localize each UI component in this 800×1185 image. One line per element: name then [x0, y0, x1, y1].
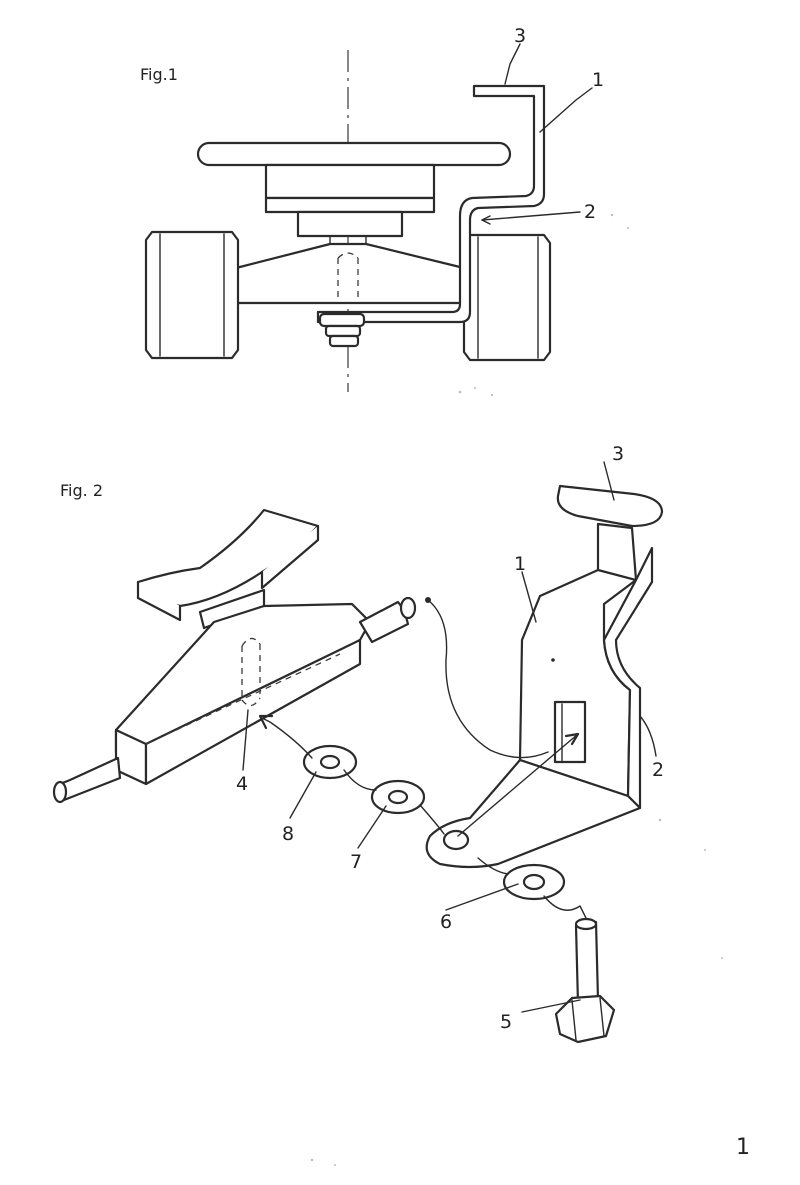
bolt-head	[554, 994, 616, 1044]
pivot-pin-hidden	[241, 637, 261, 707]
arrow-to-slot	[564, 732, 580, 746]
deck-segment-end	[260, 524, 320, 590]
leader-1	[539, 87, 593, 133]
bolt-tip	[574, 917, 598, 931]
bolt-nut	[328, 334, 360, 348]
leader-fig2-4	[242, 709, 249, 771]
arrow-to-pin	[258, 714, 274, 730]
leader-fig2-2	[639, 715, 657, 757]
figure-2-title: Fig. 2	[60, 481, 103, 500]
assembly-path-6-5	[543, 895, 587, 919]
label-fig2-3: 3	[612, 443, 624, 465]
arrow-2	[481, 215, 491, 225]
wheel-right	[462, 233, 552, 362]
bolt-washer-lower	[324, 324, 362, 338]
leader-fig2-3	[603, 461, 615, 501]
label-fig2-4: 4	[236, 773, 248, 795]
bracket-foot	[425, 758, 642, 869]
label-fig2-2: 2	[652, 759, 664, 781]
grip-pad	[556, 484, 664, 528]
label-fig2-7: 7	[350, 851, 362, 873]
assembly-path-7-foot	[419, 804, 445, 835]
axle-left	[58, 756, 122, 802]
label-fig1-2: 2	[584, 201, 596, 223]
assembly-path-to-slot	[457, 733, 579, 837]
figure-1: Fig.1 3 1 2	[140, 25, 604, 392]
bolt-head-facet-2	[599, 997, 605, 1037]
bracket-foot-hole	[442, 829, 470, 851]
leader-3	[504, 43, 521, 85]
washer-8-hole	[319, 754, 341, 770]
washer-7-hole	[387, 789, 409, 805]
truck-hanger-block	[296, 210, 404, 238]
assembly-path-axle-to-slot	[427, 599, 549, 759]
deck-board	[196, 141, 512, 167]
assembly-path-8-7	[343, 769, 377, 791]
bracket-ref-point	[551, 658, 555, 662]
label-fig2-1: 1	[514, 553, 526, 575]
assembly-path-foot-6	[477, 857, 509, 875]
wheel-left	[144, 230, 240, 360]
washer-6-hole	[522, 873, 546, 891]
scan-noise	[310, 213, 723, 1166]
label-fig1-3: 3	[514, 25, 526, 47]
assembly-path-start	[425, 597, 431, 603]
bracket-side-view	[316, 84, 546, 324]
deck-segment-side	[136, 580, 182, 622]
bolt-head-facet	[571, 999, 577, 1041]
truck-riser	[264, 196, 436, 214]
bolt-shank	[574, 920, 600, 1006]
axle-right-end	[399, 596, 417, 620]
figure-2: Fig. 2	[52, 443, 664, 1044]
truck-baseplate	[264, 163, 436, 200]
axle-left-end	[52, 780, 68, 804]
leader-fig2-1	[521, 571, 537, 623]
assembly-path-to-pin	[261, 717, 313, 759]
label-fig2-8: 8	[282, 823, 294, 845]
leader-fig2-6	[445, 883, 519, 911]
leader-fig2-8	[289, 771, 317, 819]
bracket-plate-side	[602, 546, 654, 810]
hanger-body-top	[114, 602, 372, 762]
leader-2	[481, 211, 581, 221]
bolt-washer-upper	[318, 312, 366, 328]
label-fig2-5: 5	[500, 1011, 512, 1033]
bracket-slot	[553, 700, 587, 764]
page-number: 1	[736, 1135, 750, 1160]
leader-fig2-7	[357, 805, 387, 849]
figure-1-title: Fig.1	[140, 65, 178, 84]
label-fig2-6: 6	[440, 911, 452, 933]
leader-fig2-5	[521, 999, 581, 1013]
hanger-body-front	[144, 638, 362, 786]
pivot-pin-hidden	[337, 252, 359, 302]
hanger-hidden-edge	[145, 653, 341, 745]
label-fig1-1: 1	[592, 69, 604, 91]
